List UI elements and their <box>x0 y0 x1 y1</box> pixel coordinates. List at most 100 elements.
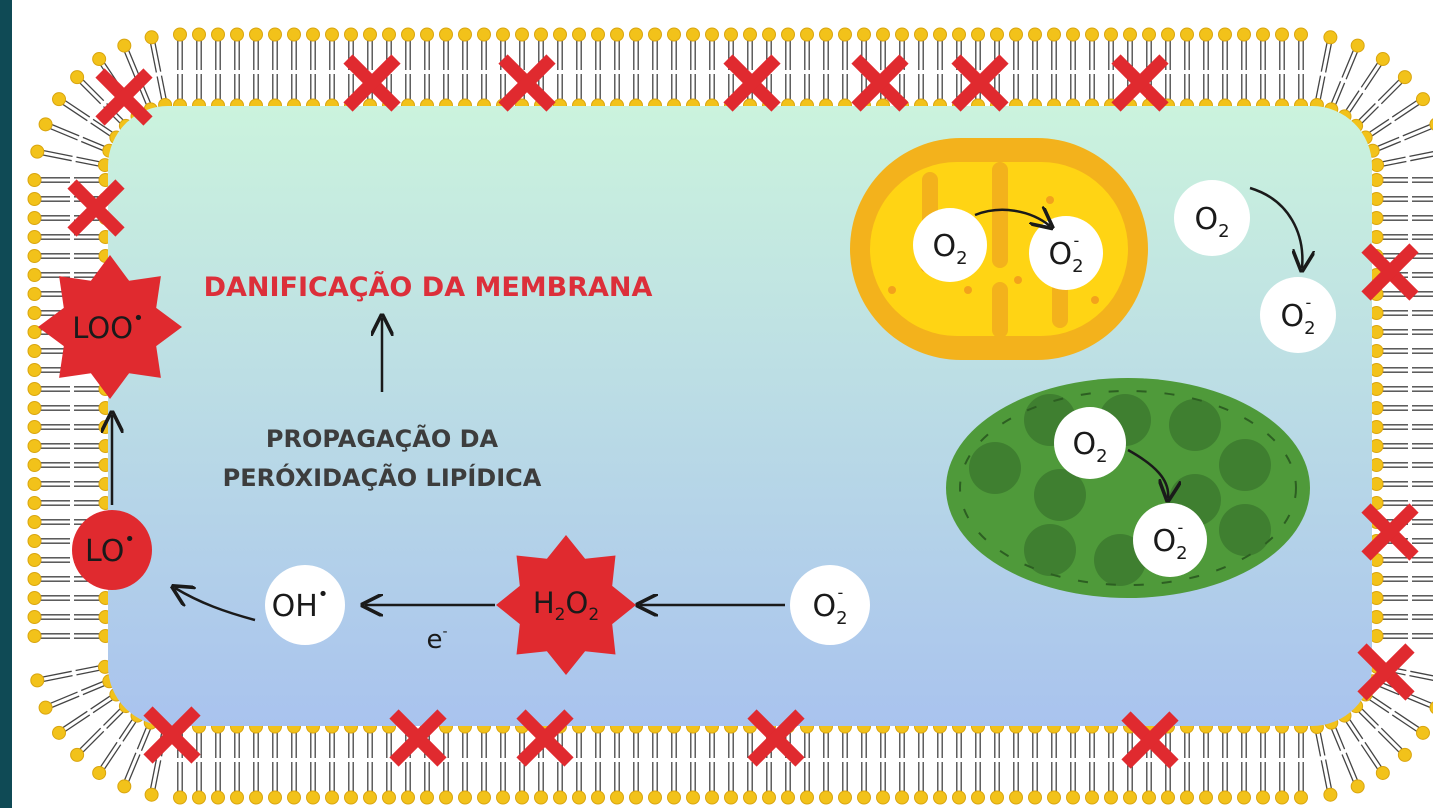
lipid-inner <box>75 659 112 676</box>
lipid-outer <box>1360 741 1390 780</box>
lipid-outer <box>1412 500 1433 506</box>
hydroxyl-circle <box>265 565 345 645</box>
lipid-outer <box>1412 614 1433 620</box>
lipid-outer <box>27 382 70 396</box>
h2o2-label: H2O2 <box>533 586 599 625</box>
lipid-inner <box>1369 496 1408 510</box>
lipid-outer <box>144 759 162 802</box>
lipid-outer <box>743 27 757 70</box>
lipid-inner <box>74 591 113 605</box>
lipid-outer <box>1412 405 1433 411</box>
o2-circle-mitochondrion <box>913 208 987 282</box>
lipid-inner <box>74 401 113 415</box>
lipid-outer <box>667 27 681 70</box>
lipid-outer <box>27 610 70 624</box>
lipid-outer <box>1028 762 1042 805</box>
lipid-outer <box>819 27 833 70</box>
lipid-outer <box>363 27 377 70</box>
lipid-outer <box>800 27 814 70</box>
lipid-outer <box>144 30 162 73</box>
lipid-outer <box>800 762 814 805</box>
lipid-inner <box>1369 192 1408 206</box>
lipid-outer <box>1161 27 1175 70</box>
hydroxyl-label: OH• <box>272 584 329 624</box>
lipid-outer <box>1412 348 1433 354</box>
lipid-outer <box>1377 727 1412 762</box>
o2-label-chloroplast: O2 <box>1072 427 1107 467</box>
lipid-outer <box>1275 762 1289 805</box>
lipid-outer <box>1412 462 1433 468</box>
lipid-outer <box>686 762 700 805</box>
lipid-outer <box>553 27 567 70</box>
lipid-inner <box>1369 230 1408 244</box>
lipid-outer <box>914 27 928 70</box>
lipid-outer <box>325 27 339 70</box>
lipid-outer <box>724 762 738 805</box>
lipid-outer <box>117 38 141 80</box>
propagation-label-line2: PERÓXIDAÇÃO LIPÍDICA <box>223 462 542 492</box>
lipid-outer <box>1104 27 1118 70</box>
frame-border <box>0 0 12 808</box>
electron-label: e- <box>426 624 447 655</box>
lipid-outer <box>173 27 187 70</box>
lipid-outer <box>1123 762 1137 805</box>
lipid-inner <box>1369 363 1408 377</box>
superoxide-label-cytosol: O2- <box>1280 293 1315 339</box>
lipid-outer <box>230 762 244 805</box>
lipid-inner <box>1369 382 1408 396</box>
lipid-outer <box>420 27 434 70</box>
damage-cross-mark <box>95 68 153 126</box>
lipid-outer <box>1199 762 1213 805</box>
lipid-outer <box>534 27 548 70</box>
o2-circle-chloroplast <box>1054 407 1126 479</box>
damage-cross-mark <box>1361 243 1419 301</box>
lipid-outer <box>1180 27 1194 70</box>
lipid-outer <box>705 762 719 805</box>
lipid-outer <box>1391 710 1430 740</box>
superoxide-circle-chloroplast <box>1133 503 1207 577</box>
lipid-outer <box>1341 752 1365 794</box>
lipid-inner <box>1369 629 1408 643</box>
lipid-outer <box>838 27 852 70</box>
lipid-outer <box>439 27 453 70</box>
lipid-outer <box>27 420 70 434</box>
lipid-outer <box>1412 595 1433 601</box>
lipid-outer <box>1275 27 1289 70</box>
lipid-outer <box>572 762 586 805</box>
lipid-outer <box>971 27 985 70</box>
damage-cross-mark <box>389 709 447 767</box>
lipid-outer <box>1391 92 1430 122</box>
lipid-outer <box>1085 762 1099 805</box>
lipid-inner <box>1369 591 1408 605</box>
arrow-cytosol-reduction <box>1249 186 1302 268</box>
lipid-outer <box>1028 27 1042 70</box>
lipid-outer <box>27 439 70 453</box>
lipid-inner <box>1370 156 1407 173</box>
lipid-inner <box>1369 325 1408 339</box>
membrane-damage-marks <box>67 54 1419 769</box>
mitochondrion <box>850 138 1148 360</box>
lipid-outer <box>1047 762 1061 805</box>
lipid-outer <box>1412 272 1433 278</box>
lipid-outer <box>990 762 1004 805</box>
lipid-outer <box>515 27 529 70</box>
lipid-outer <box>857 762 871 805</box>
lipid-outer <box>591 27 605 70</box>
lipid-outer <box>971 762 985 805</box>
superoxide-circle-chain <box>790 565 870 645</box>
arrow-hydroxyl-to-alkoxyl <box>175 588 256 622</box>
lipid-outer <box>1412 519 1433 525</box>
lipid-inner <box>1369 458 1408 472</box>
lipid-outer <box>648 27 662 70</box>
lipid-outer <box>27 401 70 415</box>
lipid-outer <box>27 553 70 567</box>
lipid-outer <box>667 762 681 805</box>
lipid-inner <box>1369 420 1408 434</box>
damage-cross-mark <box>851 54 909 112</box>
chloroplast <box>946 378 1310 598</box>
o2-circle-cytosol <box>1174 180 1250 256</box>
lipid-inner <box>1369 306 1408 320</box>
lipid-outer <box>325 762 339 805</box>
lipid-outer <box>1256 762 1270 805</box>
